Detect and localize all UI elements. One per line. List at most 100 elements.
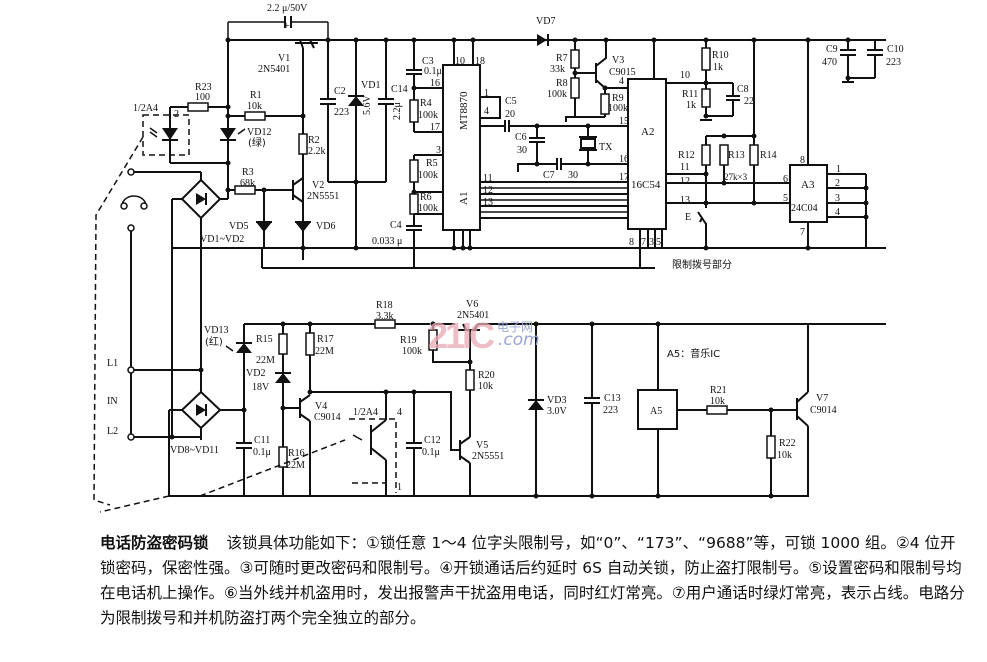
svg-text:C10: C10 xyxy=(887,44,904,55)
terminal-l2[interactable] xyxy=(127,433,135,441)
svg-text:16: 16 xyxy=(619,154,629,165)
svg-text:2: 2 xyxy=(174,109,179,120)
caption: 电话防盗密码锁该锁具体功能如下：①锁任意 1～4 位字头限制号，如“0”、“17… xyxy=(100,531,970,631)
svg-text:11: 11 xyxy=(680,162,690,173)
svg-text:100k: 100k xyxy=(402,346,422,357)
schematic-diagram: 2.2 μ/50V + V1 2N5401 R23 100 1/2A4 2 R1… xyxy=(93,3,904,513)
svg-text:VD12: VD12 xyxy=(247,127,271,138)
svg-text:R20: R20 xyxy=(478,370,495,381)
watermark-logo: 21IC xyxy=(428,315,495,356)
terminal-l2-label: L2 xyxy=(107,426,118,437)
svg-text:VD1~VD2: VD1~VD2 xyxy=(200,234,244,245)
svg-text:223: 223 xyxy=(886,57,901,68)
terminal-l1[interactable] xyxy=(127,366,135,374)
svg-text:100k: 100k xyxy=(608,103,628,114)
svg-text:17: 17 xyxy=(430,122,440,133)
svg-text:4: 4 xyxy=(484,106,489,117)
svg-text:17: 17 xyxy=(619,172,629,183)
svg-text:10k: 10k xyxy=(710,396,725,407)
a1-part-label: MT8870 xyxy=(458,91,470,130)
a5-ref-label: A5 xyxy=(650,406,662,417)
ic-a1-mt8870 xyxy=(442,64,481,231)
svg-text:R9: R9 xyxy=(612,93,624,104)
svg-text:R6: R6 xyxy=(420,192,432,203)
svg-text:13: 13 xyxy=(483,197,493,208)
svg-text:12: 12 xyxy=(680,176,690,187)
r22-resistor xyxy=(766,435,776,459)
a5-note: A5：音乐IC xyxy=(667,347,720,360)
svg-text:E: E xyxy=(685,212,691,223)
svg-text:3.3k: 3.3k xyxy=(376,311,394,322)
svg-text:R13: R13 xyxy=(728,150,745,161)
svg-text:3: 3 xyxy=(436,145,441,156)
svg-text:10: 10 xyxy=(455,56,465,67)
a3-ref-label: A3 xyxy=(801,179,815,191)
svg-text:VD6: VD6 xyxy=(316,221,335,232)
watermark-domain: .com xyxy=(498,330,540,350)
svg-text:223: 223 xyxy=(603,405,618,416)
svg-text:2N5551: 2N5551 xyxy=(472,451,504,462)
vd13-led-icon xyxy=(236,343,252,353)
svg-text:C9: C9 xyxy=(826,44,838,55)
svg-text:1: 1 xyxy=(484,88,489,99)
r1-resistor xyxy=(244,111,266,121)
svg-text:C4: C4 xyxy=(390,220,402,231)
svg-text:22M: 22M xyxy=(315,346,334,357)
tx-crystal xyxy=(580,138,596,149)
svg-text:V6: V6 xyxy=(466,299,478,310)
svg-text:2N5401: 2N5401 xyxy=(258,64,290,75)
svg-text:100k: 100k xyxy=(418,110,438,121)
svg-text:C8: C8 xyxy=(737,84,749,95)
svg-text:R5: R5 xyxy=(426,158,438,169)
svg-text:V2: V2 xyxy=(312,180,324,191)
svg-text:C7: C7 xyxy=(543,170,555,181)
svg-text:R18: R18 xyxy=(376,300,393,311)
svg-text:R19: R19 xyxy=(400,335,417,346)
svg-text:R8: R8 xyxy=(556,78,568,89)
svg-text:R15: R15 xyxy=(256,334,273,345)
svg-text:6: 6 xyxy=(783,174,788,185)
svg-text:12: 12 xyxy=(483,185,493,196)
svg-text:2: 2 xyxy=(835,178,840,189)
svg-text:V1: V1 xyxy=(278,53,290,64)
r21-resistor xyxy=(706,405,728,415)
svg-text:R11: R11 xyxy=(682,89,698,100)
terminal-l1-label: L1 xyxy=(107,358,118,369)
svg-text:100: 100 xyxy=(195,92,210,103)
r14-resistor xyxy=(749,144,759,166)
svg-text:C9015: C9015 xyxy=(609,67,636,78)
hook-switch-icon xyxy=(121,195,147,207)
svg-text:3.0V: 3.0V xyxy=(547,406,568,417)
svg-text:R4: R4 xyxy=(420,98,432,109)
svg-text:R10: R10 xyxy=(712,50,729,61)
vd3-zener-icon xyxy=(528,400,544,410)
svg-text:VD1: VD1 xyxy=(361,80,380,91)
svg-text:3: 3 xyxy=(835,193,840,204)
svg-text:22M: 22M xyxy=(256,355,275,366)
r8-resistor xyxy=(570,77,580,99)
svg-text:VD13: VD13 xyxy=(204,325,228,336)
svg-text:1: 1 xyxy=(397,482,402,493)
svg-text:V4: V4 xyxy=(315,401,327,412)
svg-text:R3: R3 xyxy=(242,167,254,178)
ic-a3-24c04 xyxy=(789,164,828,223)
svg-text:1/2A4: 1/2A4 xyxy=(133,103,158,114)
svg-text:4: 4 xyxy=(397,407,402,418)
svg-text:2.2k: 2.2k xyxy=(308,146,326,157)
svg-text:V5: V5 xyxy=(476,440,488,451)
svg-text:2.2μ: 2.2μ xyxy=(392,102,403,120)
svg-text:0.033 μ: 0.033 μ xyxy=(372,236,402,247)
vd5-diode-icon xyxy=(256,222,272,232)
opto-led-icon xyxy=(162,128,178,140)
svg-text:VD8~VD11: VD8~VD11 xyxy=(170,445,219,456)
svg-text:2N5401: 2N5401 xyxy=(457,310,489,321)
svg-text:470: 470 xyxy=(822,57,837,68)
r7-resistor xyxy=(570,49,580,69)
a2-ref-label: A2 xyxy=(641,126,654,138)
svg-text:C9014: C9014 xyxy=(314,412,341,423)
svg-text:R1: R1 xyxy=(250,90,262,101)
a3-part-label: 24C04 xyxy=(791,203,818,214)
svg-text:VD2: VD2 xyxy=(246,368,265,379)
svg-text:10: 10 xyxy=(680,70,690,81)
svg-text:7: 7 xyxy=(641,237,646,248)
